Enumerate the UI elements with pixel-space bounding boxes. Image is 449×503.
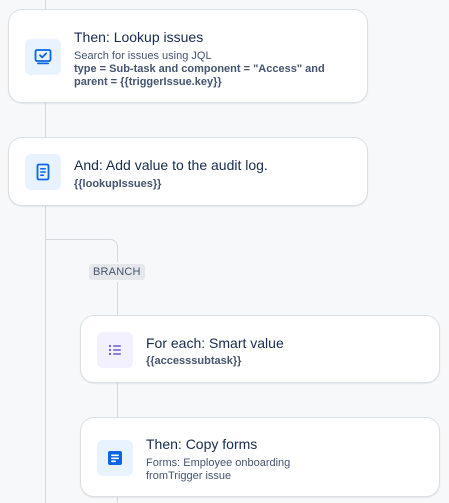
connector-line — [45, 0, 46, 9]
audit-log-card[interactable]: And: Add value to the audit log. {{looku… — [8, 137, 368, 206]
card-title: Then: Copy forms — [146, 436, 258, 452]
jql-query-line: type = Sub-task and component = "Access"… — [74, 63, 325, 75]
card-description: fromTrigger issue — [146, 470, 232, 482]
branch-connector — [117, 252, 118, 262]
branch-label: BRANCH — [89, 264, 145, 280]
copy-forms-card[interactable]: Then: Copy forms Forms: Employee onboard… — [80, 417, 440, 497]
connector-line — [45, 103, 46, 137]
branch-connector-curve — [104, 239, 118, 253]
lookup-issues-icon — [25, 39, 61, 75]
branch-connector — [117, 282, 118, 315]
card-description: Forms: Employee onboarding — [146, 457, 291, 469]
audit-log-icon — [25, 154, 61, 190]
form-icon — [97, 440, 133, 476]
card-description: Search for issues using JQL — [74, 50, 212, 62]
list-icon — [97, 332, 133, 368]
card-title: And: Add value to the audit log. — [74, 157, 268, 173]
branch-connector — [117, 383, 118, 417]
branch-connector — [117, 497, 118, 503]
smart-value: {{lookupIssues}} — [74, 178, 162, 190]
branch-connector — [45, 239, 111, 240]
connector-line — [45, 206, 46, 503]
card-title: Then: Lookup issues — [74, 29, 204, 45]
smart-value: {{accesssubtask}} — [146, 355, 242, 367]
card-title: For each: Smart value — [146, 335, 284, 351]
lookup-issues-card[interactable]: Then: Lookup issues Search for issues us… — [8, 9, 368, 103]
jql-query-line: parent = {{triggerIssue.key}} — [74, 76, 222, 88]
for-each-card[interactable]: For each: Smart value {{accesssubtask}} — [80, 315, 440, 383]
